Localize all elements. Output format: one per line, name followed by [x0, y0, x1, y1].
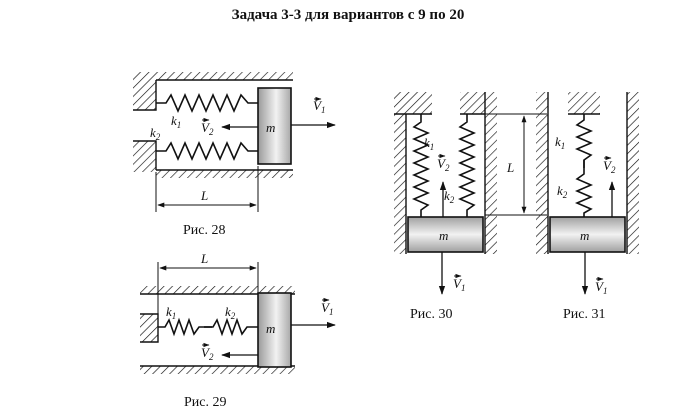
k1-label: k	[166, 304, 172, 319]
bottom-wall-hatch	[140, 366, 295, 374]
mass-label: m	[266, 120, 275, 135]
top-wall-hatch	[140, 286, 295, 294]
page-title: Задача 3-3 для вариантов с 9 по 20	[231, 7, 465, 23]
k1-label: k	[555, 134, 561, 149]
v1-label: V	[595, 279, 605, 294]
length-label: L	[506, 160, 514, 175]
figure-30: m V1 V2 k1 k2 L Рис. 30	[394, 92, 547, 322]
spring-k2	[207, 317, 258, 337]
caption-fig29: Рис. 29	[184, 395, 227, 410]
svg-text:k1: k1	[171, 113, 181, 130]
top-support-left	[394, 92, 432, 114]
top-support	[568, 92, 600, 114]
left-wall-lower	[133, 141, 156, 172]
spring-k1	[574, 114, 594, 168]
svg-text:k2: k2	[225, 304, 236, 321]
svg-text:k2: k2	[557, 183, 568, 200]
v2-label: V	[201, 345, 211, 360]
mass-label: m	[580, 228, 589, 243]
length-label: L	[200, 188, 208, 203]
svg-text:k1: k1	[166, 304, 176, 321]
k2-label: k	[444, 188, 450, 203]
caption-fig31: Рис. 31	[563, 307, 606, 322]
spring-k2	[156, 141, 258, 161]
svg-text:V1: V1	[453, 276, 465, 293]
v1-label: V	[313, 98, 323, 113]
top-support-right	[460, 92, 485, 114]
k2-label: k	[557, 183, 563, 198]
caption-fig30: Рис. 30	[410, 307, 453, 322]
v2-label: V	[603, 158, 613, 173]
spring-k1	[411, 114, 431, 217]
caption-fig28: Рис. 28	[183, 223, 226, 238]
mass-block	[257, 292, 292, 368]
left-side-wall	[536, 92, 548, 254]
mass-label: m	[439, 228, 448, 243]
svg-text:k2: k2	[444, 188, 455, 205]
left-wall	[140, 314, 158, 342]
right-side-wall	[627, 92, 639, 254]
mass-label: m	[266, 321, 275, 336]
svg-text:V1: V1	[595, 279, 607, 296]
k2-label: k	[225, 304, 231, 319]
v2-label: V	[437, 156, 447, 171]
left-side-wall	[394, 114, 406, 254]
k1-label: k	[171, 113, 177, 128]
figure-31: m V1 V2 k1 k2 Рис. 31	[536, 92, 639, 322]
mass-block	[257, 87, 292, 165]
k2-label: k	[150, 125, 156, 140]
svg-text:k2: k2	[150, 125, 161, 142]
right-side-wall	[485, 92, 497, 254]
figure-29: m V1 V2 k1 k2 L Рис. 29	[140, 251, 336, 410]
v1-label: V	[453, 276, 463, 291]
k1-label: k	[424, 135, 430, 150]
mass-block	[549, 216, 626, 253]
svg-text:k1: k1	[424, 135, 434, 152]
svg-text:V2: V2	[437, 156, 450, 173]
top-wall-hatch	[133, 72, 293, 80]
figure-28: m V1 V2 k1 k2 L Рис. 28	[133, 72, 336, 238]
spring-k1	[156, 93, 258, 113]
svg-text:k1: k1	[555, 134, 565, 151]
v2-label: V	[201, 120, 211, 135]
svg-text:V1: V1	[321, 300, 333, 317]
spring-k2	[457, 114, 477, 217]
svg-text:V2: V2	[603, 158, 616, 175]
length-label: L	[200, 251, 208, 266]
spring-k2	[574, 168, 594, 217]
left-wall-upper	[133, 80, 156, 110]
mass-block	[407, 216, 484, 253]
v1-label: V	[321, 300, 331, 315]
bottom-wall-hatch	[156, 170, 293, 178]
svg-text:V1: V1	[313, 98, 325, 115]
spring-k1	[158, 317, 207, 337]
svg-text:V2: V2	[201, 120, 214, 137]
svg-text:V2: V2	[201, 345, 214, 362]
